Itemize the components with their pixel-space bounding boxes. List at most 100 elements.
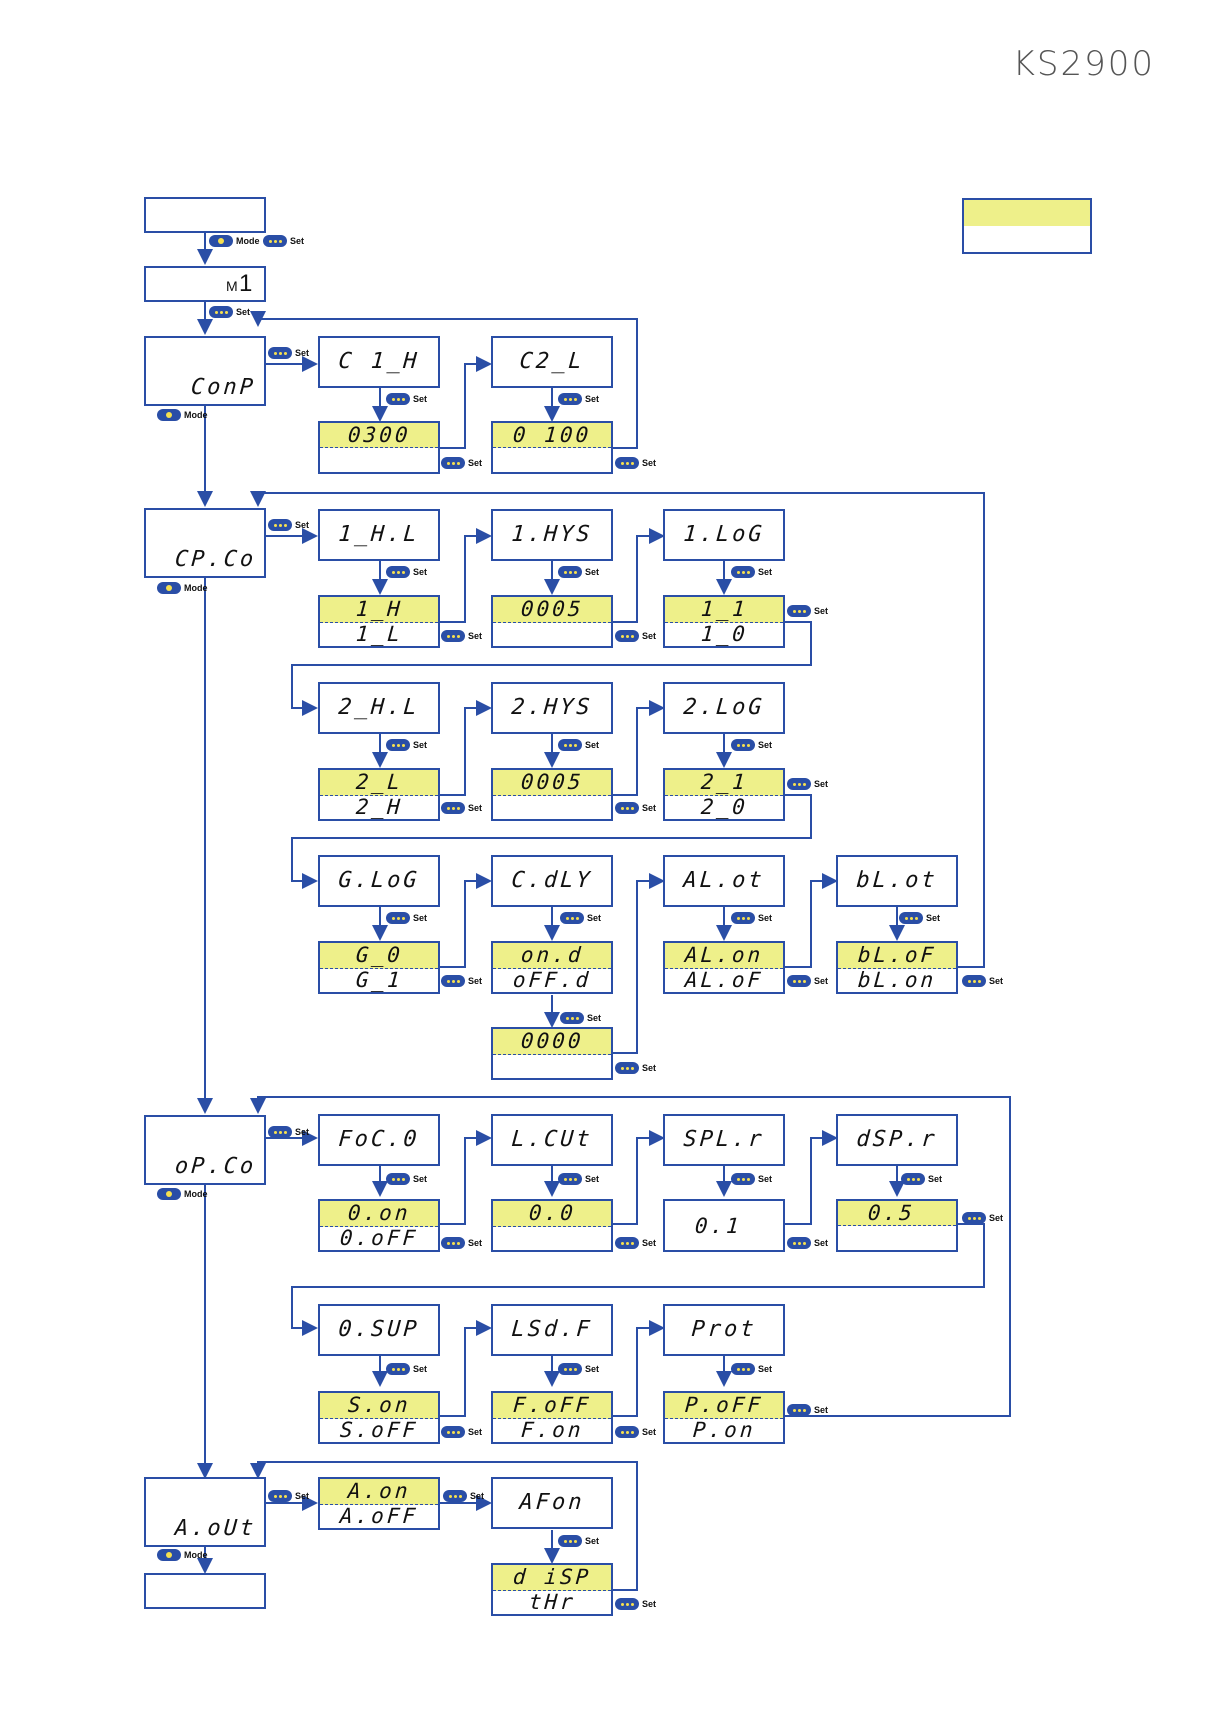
set-button[interactable]: Set xyxy=(962,975,1003,987)
value-lsdf[interactable]: F.oFF F.on xyxy=(491,1391,613,1444)
set-button[interactable]: Set xyxy=(787,1237,828,1249)
param-c2l[interactable]: C2_L xyxy=(491,336,613,388)
set-button[interactable]: Set xyxy=(441,457,482,469)
value-c2l[interactable]: 0 100 xyxy=(491,421,613,474)
set-button[interactable]: Set xyxy=(731,739,772,751)
param-prot[interactable]: Prot xyxy=(663,1304,785,1356)
param-glog[interactable]: G.LoG xyxy=(318,855,440,907)
value-disp[interactable]: d iSP tHr xyxy=(491,1563,613,1616)
set-button[interactable]: Set xyxy=(386,566,427,578)
set-button[interactable]: Set xyxy=(901,1173,942,1185)
set-button[interactable]: Set xyxy=(558,1535,599,1547)
param-dspr[interactable]: dSP.r xyxy=(836,1114,958,1166)
param-splr[interactable]: SPL.r xyxy=(663,1114,785,1166)
value-0sup[interactable]: S.on S.oFF xyxy=(318,1391,440,1444)
mode-button[interactable]: Mode xyxy=(157,582,208,594)
value-2log[interactable]: 2_1 2_0 xyxy=(663,768,785,821)
mode-button[interactable]: Mode xyxy=(157,1549,208,1561)
set-button[interactable]: Set xyxy=(731,912,772,924)
value-c1h[interactable]: 0300 xyxy=(318,421,440,474)
value-1hl[interactable]: 1_H 1_L xyxy=(318,595,440,648)
set-button[interactable]: Set xyxy=(731,1363,772,1375)
set-button[interactable]: Set xyxy=(386,739,427,751)
param-lcut[interactable]: L.CUt xyxy=(491,1114,613,1166)
param-c1h[interactable]: C 1_H xyxy=(318,336,440,388)
set-button[interactable]: Set xyxy=(558,739,599,751)
set-button[interactable]: Set xyxy=(615,630,656,642)
param-2hys[interactable]: 2.HYS xyxy=(491,682,613,734)
value-cdly-time[interactable]: 0000 xyxy=(491,1027,613,1080)
set-button[interactable]: Set xyxy=(268,347,309,359)
param-alot[interactable]: AL.ot xyxy=(663,855,785,907)
param-lsdf[interactable]: LSd.F xyxy=(491,1304,613,1356)
param-1hys[interactable]: 1.HYS xyxy=(491,509,613,561)
set-button[interactable]: Set xyxy=(615,1062,656,1074)
param-2hl[interactable]: 2_H.L xyxy=(318,682,440,734)
set-button[interactable]: Set xyxy=(731,1173,772,1185)
value-1hys[interactable]: 0005 xyxy=(491,595,613,648)
set-button[interactable]: Set xyxy=(558,566,599,578)
set-button[interactable]: Set xyxy=(268,1490,309,1502)
set-button[interactable]: Set xyxy=(560,912,601,924)
value-aon[interactable]: A.on A.oFF xyxy=(318,1477,440,1530)
set-button[interactable]: Set xyxy=(962,1212,1003,1224)
set-button[interactable]: Set xyxy=(386,1173,427,1185)
set-button[interactable]: Set xyxy=(558,1173,599,1185)
mode-button[interactable]: Mode xyxy=(157,409,208,421)
set-button[interactable]: Set xyxy=(441,802,482,814)
set-button[interactable]: Set xyxy=(386,912,427,924)
menu-cpco[interactable]: CP.Co xyxy=(144,508,266,578)
value-1log[interactable]: 1_1 1_0 xyxy=(663,595,785,648)
set-button[interactable]: Set xyxy=(441,1426,482,1438)
set-button[interactable]: Set xyxy=(443,1490,484,1502)
param-blot[interactable]: bL.ot xyxy=(836,855,958,907)
param-cdly[interactable]: C.dLY xyxy=(491,855,613,907)
set-button[interactable]: Set xyxy=(268,519,309,531)
value-alot[interactable]: AL.on AL.oF xyxy=(663,941,785,994)
value-lcut[interactable]: 0.0 xyxy=(491,1199,613,1252)
param-foc0[interactable]: FoC.0 xyxy=(318,1114,440,1166)
set-button[interactable]: Set xyxy=(441,1237,482,1249)
set-button[interactable]: Set xyxy=(268,1126,309,1138)
set-button[interactable]: Set xyxy=(615,802,656,814)
value-prot[interactable]: P.oFF P.on xyxy=(663,1391,785,1444)
set-button[interactable]: Set xyxy=(731,566,772,578)
value-foc0[interactable]: 0.on 0.oFF xyxy=(318,1199,440,1252)
set-button[interactable]: Set xyxy=(787,975,828,987)
set-button[interactable]: Set xyxy=(386,1363,427,1375)
param-afon[interactable]: AFon xyxy=(491,1477,613,1529)
set-button[interactable]: Set xyxy=(615,1237,656,1249)
set-button[interactable]: Set xyxy=(263,235,304,247)
set-button[interactable]: Set xyxy=(558,1363,599,1375)
set-button[interactable]: Set xyxy=(558,393,599,405)
param-1log[interactable]: 1.LoG xyxy=(663,509,785,561)
set-button[interactable]: Set xyxy=(787,778,828,790)
menu-opco[interactable]: oP.Co xyxy=(144,1115,266,1185)
menu-aout[interactable]: A.oUt xyxy=(144,1477,266,1547)
param-0sup[interactable]: 0.SUP xyxy=(318,1304,440,1356)
value-dspr[interactable]: 0.5 xyxy=(836,1199,958,1252)
value-cdly[interactable]: on.d oFF.d xyxy=(491,941,613,994)
value-2hl[interactable]: 2_L 2_H xyxy=(318,768,440,821)
param-2log[interactable]: 2.LoG xyxy=(663,682,785,734)
set-button[interactable]: Set xyxy=(441,630,482,642)
mode-button[interactable]: Mode xyxy=(209,235,260,247)
value-2hys[interactable]: 0005 xyxy=(491,768,613,821)
set-button[interactable]: Set xyxy=(899,912,940,924)
param-1hl[interactable]: 1_H.L xyxy=(318,509,440,561)
set-button-icon xyxy=(443,1490,467,1502)
set-button[interactable]: Set xyxy=(386,393,427,405)
set-button[interactable]: Set xyxy=(615,457,656,469)
set-button[interactable]: Set xyxy=(209,306,250,318)
set-button[interactable]: Set xyxy=(787,605,828,617)
menu-comp[interactable]: ConP xyxy=(144,336,266,406)
mode-button[interactable]: Mode xyxy=(157,1188,208,1200)
value-blot[interactable]: bL.oF bL.on xyxy=(836,941,958,994)
set-button[interactable]: Set xyxy=(615,1598,656,1610)
value-splr[interactable]: 0.1 xyxy=(663,1199,785,1252)
set-button[interactable]: Set xyxy=(615,1426,656,1438)
set-button[interactable]: Set xyxy=(787,1404,828,1416)
set-button[interactable]: Set xyxy=(441,975,482,987)
value-glog[interactable]: G_0 G_1 xyxy=(318,941,440,994)
set-button[interactable]: Set xyxy=(560,1012,601,1024)
